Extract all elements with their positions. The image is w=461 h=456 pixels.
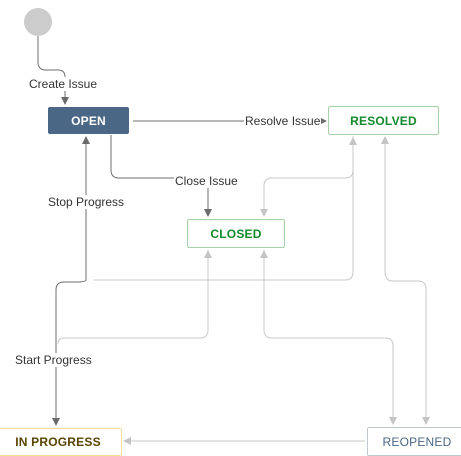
start-node: [24, 8, 52, 36]
transition-label-stop-progress[interactable]: Stop Progress: [47, 195, 126, 209]
transition-resolved-to-closed: [260, 136, 354, 217]
status-reopened-label: REOPENED: [382, 434, 452, 449]
status-open-label: OPEN: [71, 113, 106, 128]
transition-start-progress: [52, 279, 87, 426]
status-open[interactable]: OPEN: [48, 107, 129, 134]
status-resolved[interactable]: RESOLVED: [328, 106, 439, 135]
status-closed-label: CLOSED: [210, 226, 262, 241]
status-in-progress[interactable]: IN PROGRESS: [0, 428, 122, 456]
transition-create-issue: [37, 36, 69, 105]
transition-label-resolve-issue[interactable]: Resolve Issue: [244, 114, 322, 128]
status-reopened[interactable]: REOPENED: [367, 427, 461, 456]
status-resolved-label: RESOLVED: [350, 113, 417, 128]
transition-resolved-to-reopened: [384, 137, 430, 425]
transition-label-start-progress[interactable]: Start Progress: [14, 353, 93, 367]
transition-label-create-issue[interactable]: Create Issue: [28, 77, 99, 91]
transition-closed-to-inprogress: [57, 250, 209, 345]
transition-resolved-to-inprogress: [94, 136, 354, 281]
transition-label-close-issue[interactable]: Close Issue: [174, 174, 239, 188]
transition-closed-to-reopened: [263, 250, 397, 425]
status-closed[interactable]: CLOSED: [187, 219, 285, 248]
status-in-progress-label: IN PROGRESS: [15, 435, 101, 449]
